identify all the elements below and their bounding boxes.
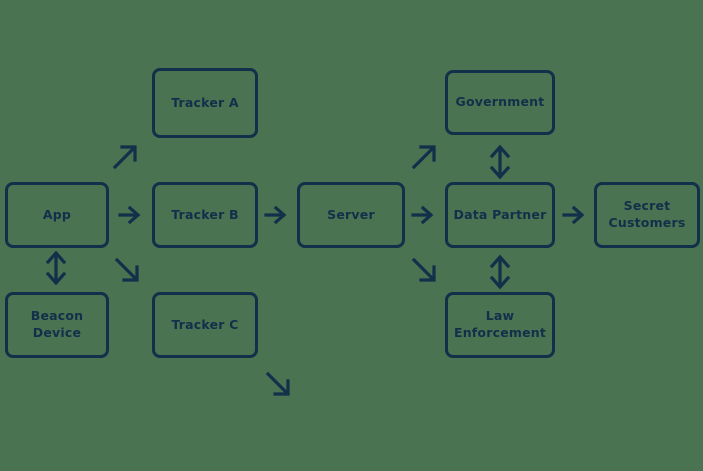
node-label-secret: Secret Customers xyxy=(608,198,686,230)
arrow-app-beacon-bidirectional xyxy=(44,250,68,286)
node-tracker_c[interactable]: Tracker C xyxy=(152,292,258,358)
node-tracker_a[interactable]: Tracker A xyxy=(152,68,258,138)
node-label-beacon: Beacon Device xyxy=(30,308,84,340)
node-tracker_b[interactable]: Tracker B xyxy=(152,182,258,248)
node-label-server: Server xyxy=(327,206,375,222)
node-label-government: Government xyxy=(455,94,545,110)
node-law[interactable]: Law Enforcement xyxy=(445,292,555,358)
node-data_partner[interactable]: Data Partner xyxy=(445,182,555,248)
node-label-law: Law Enforcement xyxy=(453,308,547,340)
arrow-app-to-tracker-b xyxy=(118,203,142,227)
node-server[interactable]: Server xyxy=(297,182,405,248)
node-secret[interactable]: Secret Customers xyxy=(594,182,700,248)
arrow-data-partner-to-secret xyxy=(562,203,586,227)
arrow-server-to-government xyxy=(410,143,438,171)
arrow-data-partner-law-bidirectional xyxy=(488,253,512,291)
arrow-tracker-b-to-server xyxy=(264,203,288,227)
arrow-app-to-tracker-c xyxy=(113,256,141,284)
arrow-server-to-data-partner xyxy=(411,203,435,227)
node-government[interactable]: Government xyxy=(445,70,555,135)
node-app[interactable]: App xyxy=(5,182,109,248)
node-beacon[interactable]: Beacon Device xyxy=(5,292,109,358)
node-label-tracker_c: Tracker C xyxy=(171,316,239,332)
arrow-app-to-tracker-a xyxy=(111,143,139,171)
node-label-tracker_a: Tracker A xyxy=(171,94,239,110)
arrow-tracker-c-to-server xyxy=(264,370,292,398)
arrow-government-data-partner-bidirectional xyxy=(488,143,512,181)
arrow-server-to-law-enforcement xyxy=(410,256,438,284)
node-label-data_partner: Data Partner xyxy=(453,206,547,222)
node-label-app: App xyxy=(42,206,72,222)
node-label-tracker_b: Tracker B xyxy=(171,206,239,222)
